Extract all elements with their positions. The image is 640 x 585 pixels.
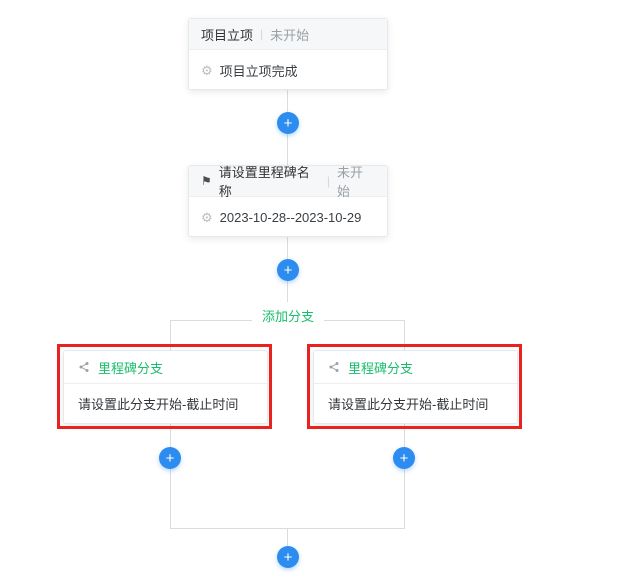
add-branch-button[interactable]: 添加分支	[252, 302, 324, 329]
add-node-button[interactable]: +	[393, 447, 415, 469]
share-alt-icon	[78, 361, 90, 373]
gear-icon: ⚙	[201, 62, 213, 78]
node-body-text: 项目立项完成	[219, 63, 298, 79]
header-divider: |	[326, 174, 331, 188]
add-node-button[interactable]: +	[277, 259, 299, 281]
node-card-milestone[interactable]: ⚑ 请设置里程碑名称 | 未开始 ⚙ 2023-10-28--2023-10-2…	[188, 165, 388, 237]
connector-line	[404, 424, 405, 528]
add-node-button[interactable]: +	[277, 546, 299, 568]
connector-line	[170, 320, 171, 350]
status-badge: 未开始	[337, 165, 364, 199]
node-title: 请设置里程碑名称	[218, 165, 310, 199]
branch-body-text: 请设置此分支开始-截止时间	[78, 397, 239, 412]
add-node-button[interactable]: +	[277, 112, 299, 134]
branch-title: 里程碑分支	[98, 360, 164, 376]
status-badge: 未开始	[270, 27, 310, 43]
node-header: 项目立项 | 未开始	[189, 19, 387, 50]
branch-header: 里程碑分支	[64, 351, 267, 384]
node-card-project-initiation[interactable]: 项目立项 | 未开始 ⚙ 项目立项完成	[188, 18, 388, 90]
header-divider: |	[260, 27, 264, 41]
node-body: ⚙ 2023-10-28--2023-10-29	[189, 197, 387, 237]
node-body-text: 2023-10-28--2023-10-29	[219, 209, 362, 225]
connector-line	[287, 528, 288, 557]
add-node-button[interactable]: +	[159, 447, 181, 469]
branch-title: 里程碑分支	[348, 360, 414, 376]
gear-icon: ⚙	[201, 209, 213, 225]
connector-line	[404, 320, 405, 350]
node-header: ⚑ 请设置里程碑名称 | 未开始	[189, 165, 387, 199]
branch-header: 里程碑分支	[314, 351, 517, 384]
branch-body-text: 请设置此分支开始-截止时间	[328, 397, 489, 412]
flag-icon: ⚑	[201, 174, 212, 188]
node-title: 项目立项	[201, 27, 254, 43]
branch-card-right[interactable]: 里程碑分支 请设置此分支开始-截止时间	[313, 350, 518, 424]
connector-line	[170, 424, 171, 528]
share-alt-icon	[328, 361, 340, 373]
branch-card-left[interactable]: 里程碑分支 请设置此分支开始-截止时间	[63, 350, 268, 424]
node-body: ⚙ 项目立项完成	[189, 50, 387, 90]
